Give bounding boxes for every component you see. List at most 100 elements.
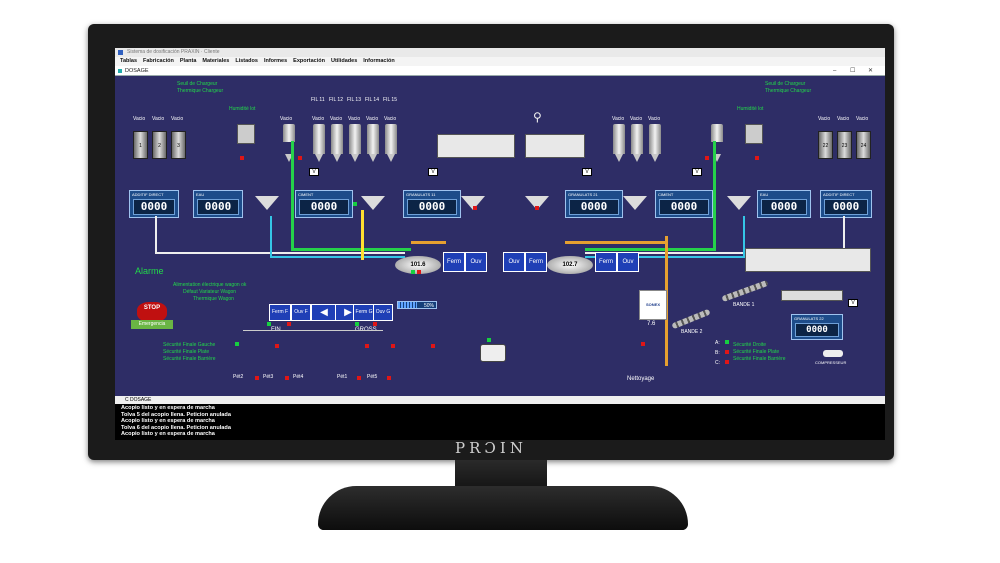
led-12 bbox=[355, 322, 359, 326]
sonex-device[interactable]: SONEX bbox=[639, 290, 667, 320]
menu-tablas[interactable]: Tablas bbox=[120, 58, 138, 64]
silo-19[interactable] bbox=[649, 124, 661, 162]
mixer-left-open-button[interactable]: Ouv bbox=[465, 252, 487, 272]
led-18 bbox=[431, 344, 435, 348]
tank-23[interactable]: 23 bbox=[837, 131, 852, 159]
dosage-window-title: DOSAGE – ☐ ✕ bbox=[115, 66, 885, 76]
hopper-21[interactable] bbox=[745, 124, 763, 144]
tank-3-state: Vacio bbox=[171, 116, 184, 122]
silo-12-state: Vacio bbox=[330, 116, 343, 122]
minimize-button[interactable]: – bbox=[833, 68, 837, 74]
mixer-right-open-button[interactable]: Ouv bbox=[503, 252, 525, 272]
funnel-2 bbox=[361, 196, 385, 210]
v-indicator-2[interactable]: V bbox=[428, 168, 438, 176]
led-13 bbox=[373, 322, 377, 326]
aggregate-bins-left[interactable] bbox=[437, 134, 515, 158]
seuil-label-left: Seuil de Chargeur bbox=[177, 81, 218, 87]
silo-11[interactable] bbox=[313, 124, 325, 162]
wagon-open-g-button[interactable]: Ouv G bbox=[373, 304, 393, 321]
menu-informacion[interactable]: Información bbox=[363, 58, 395, 64]
compressor-icon[interactable] bbox=[823, 350, 843, 357]
led-25 bbox=[285, 376, 289, 380]
led-22 bbox=[725, 350, 729, 354]
display-granulats-22-value: 0000 bbox=[795, 323, 839, 337]
mixer-right-close-button[interactable]: Ferm bbox=[525, 252, 547, 272]
silo-15[interactable] bbox=[385, 124, 397, 162]
tank-2[interactable]: 2 bbox=[152, 131, 167, 159]
mixer-right-close-button-2[interactable]: Ferm bbox=[595, 252, 617, 272]
menu-utilidades[interactable]: Utilidades bbox=[330, 58, 358, 64]
menu-fabricacion[interactable]: Fabricación bbox=[143, 58, 174, 64]
v-indicator-5[interactable]: V bbox=[848, 299, 858, 307]
pipe-green-right bbox=[713, 141, 716, 251]
securite-plate-left-label: Sécurité Finale Plate bbox=[163, 349, 210, 355]
pipe-cyan-left-h bbox=[270, 256, 405, 258]
alim-wagon-label: Alimentation électrique wagon ok bbox=[173, 282, 247, 288]
aggregate-hopper-right[interactable] bbox=[781, 290, 843, 301]
app-icon bbox=[118, 50, 123, 55]
led-3 bbox=[705, 156, 709, 160]
wagon-open-f-button[interactable]: Ouv F bbox=[291, 304, 311, 321]
menu-exportacion[interactable]: Exportación bbox=[293, 58, 325, 64]
silo-18[interactable] bbox=[631, 124, 643, 162]
humidite-label-left: Humidité lot bbox=[229, 106, 256, 112]
mixer-left-close-button[interactable]: Ferm bbox=[443, 252, 465, 272]
discharge-valve[interactable] bbox=[480, 344, 506, 362]
tank-3[interactable]: 3 bbox=[171, 131, 186, 159]
silo-small-right[interactable] bbox=[711, 124, 723, 162]
mixer-right-open-button-2[interactable]: Ouv bbox=[617, 252, 639, 272]
close-button[interactable]: ✕ bbox=[868, 68, 874, 74]
funnel-3 bbox=[461, 196, 485, 210]
wagon-close-g-button[interactable]: Ferm G bbox=[353, 304, 375, 321]
aggregate-bins-right[interactable] bbox=[745, 248, 871, 272]
pipe-green-right-h bbox=[585, 248, 715, 251]
funnel-4 bbox=[525, 196, 549, 210]
tank-2-state: Vacio bbox=[152, 116, 165, 122]
silo-19-state: Vacio bbox=[648, 116, 661, 122]
wagon-left-arrow-button[interactable]: ◀ bbox=[311, 304, 337, 321]
bande-1-conveyor[interactable] bbox=[721, 279, 769, 303]
tank-23-state: Vacio bbox=[837, 116, 850, 122]
silo-5-state: Vacio bbox=[280, 116, 293, 122]
emergency-stop-button[interactable]: STOP bbox=[137, 302, 167, 322]
silo-12[interactable] bbox=[331, 124, 343, 162]
mixer-right[interactable]: 102.7 bbox=[547, 256, 593, 274]
bande-1-label: BANDE 1 bbox=[733, 302, 755, 308]
securite-droite-label: Sécurité Droite bbox=[733, 342, 767, 348]
silo-13[interactable] bbox=[349, 124, 361, 162]
wagon-close-f-button[interactable]: Ferm F bbox=[269, 304, 291, 321]
menu-listados[interactable]: Listados bbox=[235, 58, 258, 64]
monitor-base bbox=[318, 486, 688, 530]
silo-small-left[interactable] bbox=[283, 124, 295, 162]
menu-planta[interactable]: Planta bbox=[179, 58, 197, 64]
led-27 bbox=[387, 376, 391, 380]
tank-22[interactable]: 22 bbox=[818, 131, 833, 159]
funnel-6 bbox=[727, 196, 751, 210]
silo-17[interactable] bbox=[613, 124, 625, 162]
menu-bar: Tablas Fabricación Planta Materiales Lis… bbox=[115, 57, 885, 66]
pipe-white-right-h bbox=[585, 252, 845, 254]
v-indicator-3[interactable]: V bbox=[582, 168, 592, 176]
magnifier-icon[interactable]: ⚲ bbox=[533, 110, 542, 124]
maximize-button[interactable]: ☐ bbox=[850, 68, 856, 74]
aggregate-bins-middle[interactable] bbox=[525, 134, 585, 158]
silo-14[interactable] bbox=[367, 124, 379, 162]
tank-1[interactable]: 1 bbox=[133, 131, 148, 159]
console-line: Acopio listo y en espera de marcha bbox=[121, 431, 215, 438]
display-granulats-22: GRANULATS 22 0000 bbox=[791, 314, 843, 340]
emergencia-label: Emergencia bbox=[131, 320, 173, 329]
wagon-progress-label: 50% bbox=[423, 303, 434, 309]
display-granulats-11: GRANULATS 11 0000 bbox=[403, 190, 461, 218]
v-indicator-4[interactable]: V bbox=[692, 168, 702, 176]
console-title-bar: C DOSAGE bbox=[115, 396, 885, 404]
bande-2-conveyor[interactable] bbox=[671, 308, 711, 330]
hopper-4[interactable] bbox=[237, 124, 255, 144]
event-console[interactable]: Acopio listo y en espera de marcha Tolva… bbox=[115, 404, 885, 440]
mixer-left[interactable]: 101.6 bbox=[395, 256, 441, 274]
v-indicator-1[interactable]: V bbox=[309, 168, 319, 176]
tank-24[interactable]: 24 bbox=[856, 131, 871, 159]
menu-materiales[interactable]: Materiales bbox=[202, 58, 230, 64]
display-granulats-11-value: 0000 bbox=[407, 199, 457, 215]
led-2 bbox=[298, 156, 302, 160]
menu-informes[interactable]: Informes bbox=[263, 58, 288, 64]
